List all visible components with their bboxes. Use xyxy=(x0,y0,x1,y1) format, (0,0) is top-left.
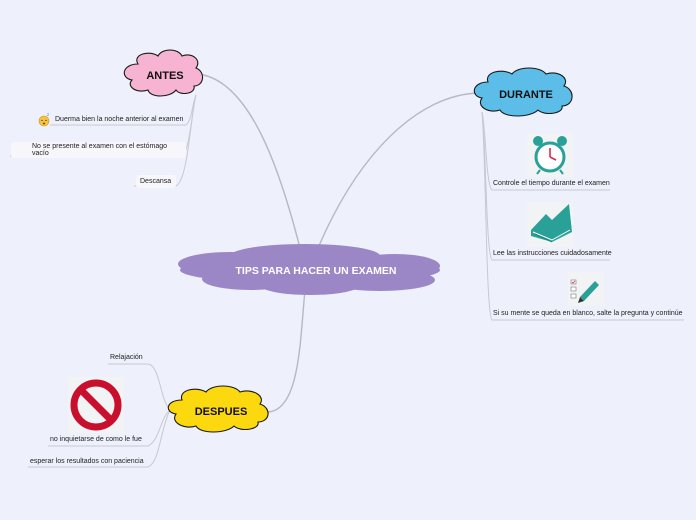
leaf-despues-calm: no inquietarse de como le fue xyxy=(50,436,142,443)
prohibited-icon xyxy=(68,377,124,433)
connector-despues xyxy=(267,289,306,413)
leaf-durante-instructions: Lee las instrucciones cuidadosamente xyxy=(493,250,612,257)
durante-cloud[interactable] xyxy=(473,67,573,117)
central-topic-cloud[interactable] xyxy=(178,244,440,295)
branch-label-durante: DURANTE xyxy=(499,89,553,101)
connector-antes xyxy=(197,73,301,249)
alarm-clock-icon xyxy=(527,133,573,177)
sleeping-face-icon: z xyxy=(38,112,50,127)
connector-durante xyxy=(317,92,479,249)
antes-cloud[interactable] xyxy=(123,49,204,97)
leaf-despues-wait: esperar los resultados con paciencia xyxy=(30,458,144,465)
branch-label-antes: ANTES xyxy=(146,70,184,82)
leaf-antes-rest-label: Descansa xyxy=(140,178,172,185)
leaf-durante-time: Controle el tiempo durante el examen xyxy=(493,180,610,187)
leaf-antes-sleep: Duerma bien la noche anterior al examen xyxy=(55,116,184,123)
despues-cloud[interactable] xyxy=(167,385,269,433)
leaf-antes-rest: Descansa xyxy=(136,175,176,188)
leaf-connectors xyxy=(10,94,684,468)
central-topic-label: TIPS PARA HACER UN EXAMEN xyxy=(235,265,397,277)
checklist-pencil-icon xyxy=(568,272,604,306)
leaf-durante-skip: Si su mente se queda en blanco, salte la… xyxy=(493,310,683,317)
leaf-antes-food: No se presente al examen con el estómago… xyxy=(11,142,186,158)
open-book-icon xyxy=(527,203,573,247)
branch-connectors xyxy=(197,73,479,413)
branch-label-despues: DESPUES xyxy=(194,406,248,418)
leaf-antes-food-label: No se presente al examen con el estómago… xyxy=(32,143,168,157)
leaf-despues-relax: Relajación xyxy=(110,354,143,361)
svg-text:z: z xyxy=(47,112,49,117)
